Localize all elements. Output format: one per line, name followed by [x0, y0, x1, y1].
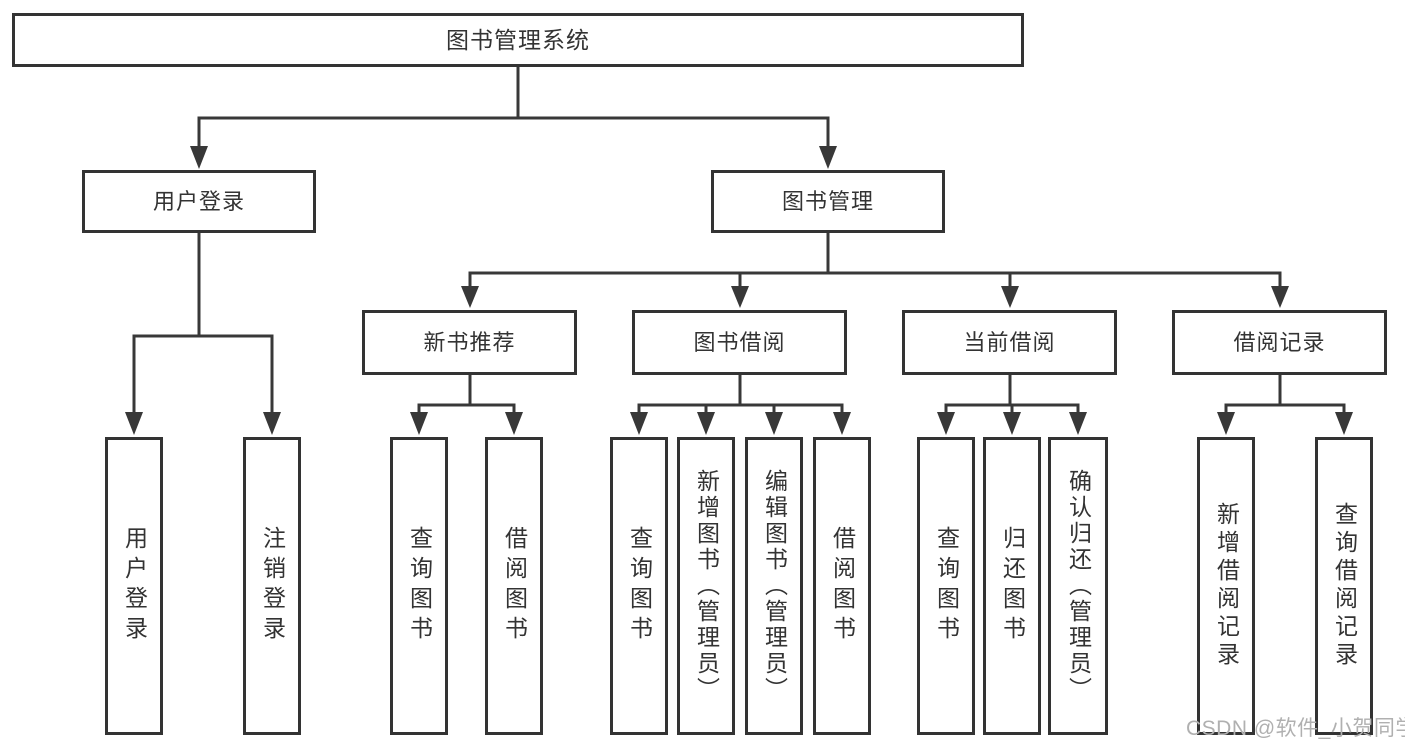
leaf-user-login: 用户登录 — [105, 437, 163, 735]
node-book-mgmt-label: 图书管理 — [781, 188, 874, 214]
arrowhead-leaf-return-book — [1003, 412, 1021, 435]
leaf-borrow-book-2-label: 借阅图书 — [829, 526, 856, 646]
arrowhead-leaf-borrow-book-1 — [505, 412, 523, 435]
leaf-borrow-book-2: 借阅图书 — [813, 437, 871, 735]
leaf-add-book-label: 新增图书（管理员） — [693, 469, 720, 703]
arrowhead-leaf-edit-book — [765, 412, 783, 435]
arrowhead-book-borrow — [731, 286, 749, 308]
arrowhead-user-login — [190, 146, 208, 169]
watermark: CSDN @软件_小贺同学 — [1186, 717, 1405, 740]
node-book-borrow: 图书借阅 — [632, 310, 847, 375]
connector-user-login-branch — [132, 334, 274, 414]
leaf-query-book-2: 查询图书 — [610, 437, 668, 735]
node-user-login: 用户登录 — [82, 170, 316, 233]
connector-level1-branch — [197, 116, 830, 148]
leaf-query-book-2-label: 查询图书 — [626, 526, 653, 646]
connector-level2-branch — [468, 271, 1282, 288]
leaf-return-book: 归还图书 — [983, 437, 1041, 735]
arrowhead-leaf-add-record — [1217, 412, 1235, 435]
leaf-edit-book-label: 编辑图书（管理员） — [761, 469, 788, 703]
arrowhead-current-borrow — [1001, 286, 1019, 308]
leaf-return-book-label: 归还图书 — [999, 526, 1026, 646]
leaf-confirm-return-label: 确认归还（管理员） — [1065, 469, 1092, 703]
node-user-login-label: 用户登录 — [152, 188, 245, 214]
node-book-mgmt: 图书管理 — [711, 170, 945, 233]
node-new-book-rec: 新书推荐 — [362, 310, 577, 375]
arrowhead-book-mgmt — [819, 146, 837, 169]
arrowhead-leaf-logout — [263, 412, 281, 435]
node-system-root-label: 图书管理系统 — [446, 26, 590, 53]
arrowhead-leaf-query-book-1 — [410, 412, 428, 435]
arrowhead-leaf-query-book-2 — [630, 412, 648, 435]
connector-borrow-records-branch — [1224, 403, 1346, 414]
arrowhead-leaf-borrow-book-2 — [833, 412, 851, 435]
leaf-user-login-label: 用户登录 — [121, 526, 148, 646]
leaf-edit-book: 编辑图书（管理员） — [745, 437, 803, 735]
leaf-borrow-book-1: 借阅图书 — [485, 437, 543, 735]
arrowhead-leaf-query-record — [1335, 412, 1353, 435]
leaf-logout-label: 注销登录 — [259, 526, 286, 646]
leaf-query-book-1: 查询图书 — [390, 437, 448, 735]
arrowhead-borrow-records — [1271, 286, 1289, 308]
arrowhead-leaf-user-login — [125, 412, 143, 435]
node-borrow-records-label: 借阅记录 — [1233, 329, 1326, 355]
leaf-query-book-3: 查询图书 — [917, 437, 975, 735]
arrowhead-leaf-confirm-return — [1069, 412, 1087, 435]
connector-new-book-rec-branch — [417, 403, 516, 414]
node-system-root: 图书管理系统 — [12, 13, 1024, 67]
leaf-query-record-label: 查询借阅记录 — [1331, 502, 1358, 670]
leaf-query-book-1-label: 查询图书 — [406, 526, 433, 646]
leaf-query-book-3-label: 查询图书 — [933, 526, 960, 646]
leaf-add-record: 新增借阅记录 — [1197, 437, 1255, 735]
node-current-borrow-label: 当前借阅 — [963, 329, 1056, 355]
leaf-confirm-return: 确认归还（管理员） — [1048, 437, 1108, 735]
leaf-query-record: 查询借阅记录 — [1315, 437, 1373, 735]
arrowhead-leaf-add-book — [697, 412, 715, 435]
arrowhead-new-book-rec — [461, 286, 479, 308]
leaf-add-book: 新增图书（管理员） — [677, 437, 735, 735]
arrowhead-leaf-query-book-3 — [937, 412, 955, 435]
node-borrow-records: 借阅记录 — [1172, 310, 1387, 375]
leaf-add-record-label: 新增借阅记录 — [1213, 502, 1240, 670]
connector-book-borrow-branch — [637, 403, 844, 414]
node-current-borrow: 当前借阅 — [902, 310, 1117, 375]
leaf-logout: 注销登录 — [243, 437, 301, 735]
node-book-borrow-label: 图书借阅 — [693, 329, 786, 355]
node-new-book-rec-label: 新书推荐 — [423, 329, 516, 355]
leaf-borrow-book-1-label: 借阅图书 — [501, 526, 528, 646]
